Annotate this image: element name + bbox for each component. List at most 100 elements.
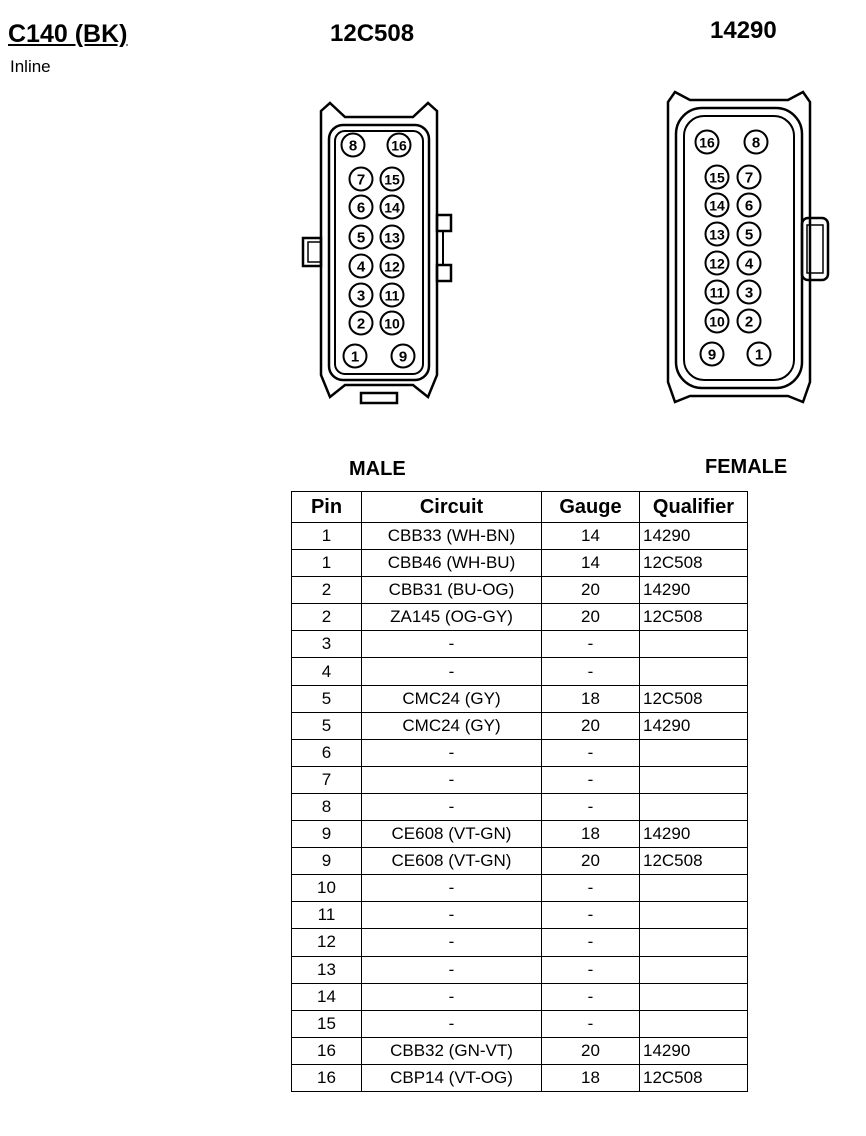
pin-number: 7 xyxy=(357,172,365,189)
pin-circle xyxy=(379,253,405,279)
gauge-cell: - xyxy=(541,901,640,930)
pin-circle xyxy=(348,194,374,220)
pin-cell: 14 xyxy=(291,982,362,1011)
pin-number: 4 xyxy=(357,259,366,276)
pin-number: 7 xyxy=(745,170,753,187)
pin-number: 3 xyxy=(357,288,365,305)
table-row: 13-- xyxy=(291,955,748,984)
qualifier-cell xyxy=(639,1009,748,1038)
pin-circle xyxy=(743,129,769,155)
pin-circle xyxy=(340,132,366,158)
pin-cell: 2 xyxy=(291,576,362,605)
pin-number: 12 xyxy=(384,259,400,275)
column-header-qualifier: Qualifier xyxy=(639,491,748,523)
qualifier-cell xyxy=(639,982,748,1011)
pin-number: 15 xyxy=(709,170,725,186)
gauge-cell: 14 xyxy=(541,549,640,578)
gauge-cell: 18 xyxy=(541,820,640,849)
pin-number: 2 xyxy=(357,316,365,333)
pin-number: 4 xyxy=(745,256,754,273)
pin-number: 1 xyxy=(351,349,359,366)
pin-number: 15 xyxy=(384,172,400,188)
pin-cell: 7 xyxy=(291,765,362,794)
pin-cell: 5 xyxy=(291,711,362,740)
column-header-gauge: Gauge xyxy=(541,491,640,523)
table-row: 4-- xyxy=(291,657,748,686)
table-row: 12-- xyxy=(291,928,748,957)
pin-circle xyxy=(736,221,762,247)
column-header-circuit: Circuit xyxy=(361,491,542,523)
pin-circle xyxy=(704,221,730,247)
pin-number: 13 xyxy=(709,227,725,243)
pin-number: 5 xyxy=(357,230,365,247)
gauge-cell: - xyxy=(541,738,640,767)
pin-cell: 3 xyxy=(291,630,362,659)
pin-circle xyxy=(746,341,772,367)
pin-circle xyxy=(736,279,762,305)
pin-cell: 1 xyxy=(291,549,362,578)
pin-cell: 13 xyxy=(291,955,362,984)
pin-number: 5 xyxy=(745,227,753,244)
pin-cell: 8 xyxy=(291,792,362,822)
qualifier-cell: 12C508 xyxy=(639,1063,748,1092)
qualifier-cell xyxy=(639,792,748,822)
pin-number: 9 xyxy=(399,349,407,366)
qualifier-cell: 14290 xyxy=(639,576,748,605)
pin-circle xyxy=(704,250,730,276)
gauge-cell: - xyxy=(541,630,640,659)
gauge-cell: 14 xyxy=(541,521,640,551)
qualifier-cell: 14290 xyxy=(639,820,748,849)
pin-circle xyxy=(379,224,405,250)
qualifier-cell xyxy=(639,657,748,686)
pin-circle xyxy=(348,166,374,192)
qualifier-cell xyxy=(639,874,748,903)
qualifier-cell: 12C508 xyxy=(639,549,748,578)
table-row: 3-- xyxy=(291,630,748,659)
pin-number: 11 xyxy=(385,288,400,304)
gauge-cell: 20 xyxy=(541,711,640,740)
pin-cell: 10 xyxy=(291,874,362,903)
pin-cell: 11 xyxy=(291,901,362,930)
qualifier-cell: 14290 xyxy=(639,711,748,740)
circuit-cell: - xyxy=(361,792,542,822)
gauge-cell: - xyxy=(541,1009,640,1038)
circuit-cell: CMC24 (GY) xyxy=(361,684,542,713)
circuit-cell: - xyxy=(361,738,542,767)
circuit-cell: CBB33 (WH-BN) xyxy=(361,521,542,551)
pin-circle xyxy=(736,308,762,334)
gauge-cell: - xyxy=(541,765,640,794)
table-row: 14-- xyxy=(291,982,748,1011)
circuit-cell: - xyxy=(361,657,542,686)
pin-cell: 2 xyxy=(291,603,362,632)
qualifier-cell: 14290 xyxy=(639,1036,748,1065)
pin-cell: 16 xyxy=(291,1063,362,1092)
pin-circle xyxy=(348,310,374,336)
pin-cell: 12 xyxy=(291,928,362,957)
pin-number: 8 xyxy=(349,138,357,155)
gauge-cell: - xyxy=(541,792,640,822)
pin-number: 12 xyxy=(709,256,725,272)
pin-cell: 16 xyxy=(291,1036,362,1065)
gauge-cell: 20 xyxy=(541,847,640,876)
pin-cell: 1 xyxy=(291,521,362,551)
table-row: 7-- xyxy=(291,765,748,794)
circuit-cell: - xyxy=(361,1009,542,1038)
circuit-cell: - xyxy=(361,928,542,957)
gauge-cell: 20 xyxy=(541,1036,640,1065)
qualifier-cell xyxy=(639,630,748,659)
circuit-cell: - xyxy=(361,901,542,930)
pin-number: 6 xyxy=(745,198,753,215)
qualifier-cell xyxy=(639,901,748,930)
circuit-cell: - xyxy=(361,874,542,903)
qualifier-cell: 12C508 xyxy=(639,603,748,632)
connector-subtitle: Inline xyxy=(10,57,51,76)
table-row: 11-- xyxy=(291,901,748,930)
pin-number: 14 xyxy=(384,200,400,216)
pin-circle xyxy=(348,253,374,279)
circuit-cell: CBB32 (GN-VT) xyxy=(361,1036,542,1065)
